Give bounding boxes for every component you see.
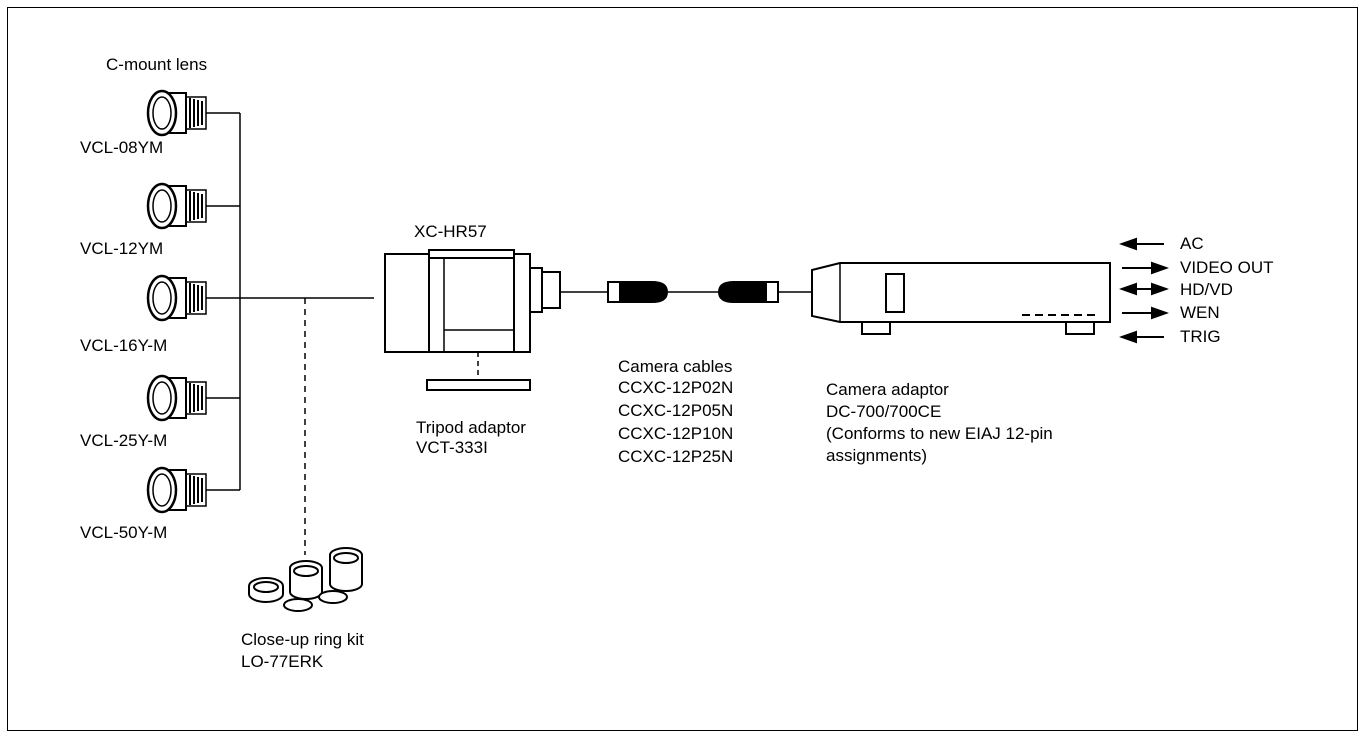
cable-connector-icon — [718, 281, 779, 303]
ring-kit-icon — [248, 547, 363, 612]
ringkit-model: LO-77ERK — [241, 652, 324, 671]
signal-arrows — [1119, 237, 1169, 344]
lens-icon — [146, 374, 208, 422]
cable-model-label: CCXC-12P02N — [618, 378, 734, 397]
tripod-adaptor-label: Tripod adaptor — [416, 418, 526, 437]
cable-model-label: CCXC-12P25N — [618, 447, 734, 466]
tripod-adaptor-icon — [426, 379, 531, 391]
camera-icon — [384, 249, 561, 353]
lens-model-label: VCL-08YM — [80, 138, 164, 157]
lens-section-title: C-mount lens — [106, 55, 208, 74]
lens-connector-lines — [206, 112, 374, 491]
lens-model-label: VCL-25Y-M — [80, 431, 168, 450]
lens-icon — [146, 274, 208, 322]
adaptor-title: Camera adaptor — [826, 380, 949, 399]
lens-icon — [146, 89, 208, 137]
signal-label: HD/VD — [1180, 280, 1233, 299]
diagram-frame — [7, 7, 1358, 731]
cable-model-label: CCXC-12P10N — [618, 424, 734, 443]
ringkit-label: Close-up ring kit — [241, 630, 364, 649]
lens-model-label: VCL-16Y-M — [80, 336, 168, 355]
adaptor-note-cont: assignments) — [826, 446, 928, 465]
lens-model-label: VCL-12YM — [80, 239, 164, 258]
cables-title: Camera cables — [618, 357, 733, 376]
signal-label: TRIG — [1180, 327, 1221, 346]
tripod-adaptor-model: VCT-333I — [416, 438, 488, 457]
camera-adaptor-icon — [811, 262, 1111, 335]
adaptor-model: DC-700/700CE — [826, 402, 942, 421]
signal-label: WEN — [1180, 303, 1220, 322]
signal-label: VIDEO OUT — [1180, 258, 1274, 277]
cable-model-label: CCXC-12P05N — [618, 401, 734, 420]
camera-model-label: XC-HR57 — [414, 222, 487, 241]
lens-model-label: VCL-50Y-M — [80, 523, 168, 542]
lens-icon — [146, 466, 208, 514]
signal-label: AC — [1180, 234, 1204, 253]
cable-connector-icon — [607, 281, 668, 303]
lens-icon — [146, 182, 208, 230]
adaptor-note: (Conforms to new EIAJ 12-pin — [826, 424, 1053, 443]
